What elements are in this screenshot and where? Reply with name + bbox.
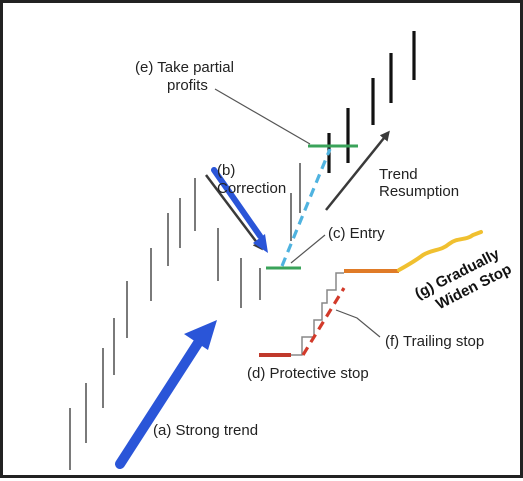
- trailing-stop-label: (f) Trailing stop: [385, 333, 484, 350]
- take-profits-label-line2: profits: [167, 77, 208, 94]
- correction-label-line2: Correction: [217, 180, 286, 197]
- trend-resumption-label-line2: Resumption: [379, 183, 459, 200]
- widened-stop-yellow: [397, 230, 483, 272]
- correction-arrow-blue-head: [253, 234, 268, 253]
- entry-label: (c) Entry: [328, 225, 385, 242]
- correction-label-line1: (b): [217, 162, 235, 179]
- gradually-widen-stop-label: (g) Gradually Widen Stop: [412, 245, 514, 313]
- entry-leader: [290, 234, 326, 264]
- price-bars: [69, 163, 301, 470]
- correction-arrow-dark: [205, 174, 263, 251]
- protective-stop-label: (d) Protective stop: [247, 365, 369, 382]
- correction-arrows: [205, 167, 268, 253]
- take-profit-leader: [214, 88, 311, 145]
- strong-trend-label: (a) Strong trend: [153, 422, 258, 439]
- strong-trend-arrow: [115, 320, 217, 469]
- correction-arrow-blue: [211, 167, 263, 239]
- trading-strategy-diagram: (e) Take partial profits (b) Correction …: [69, 31, 514, 470]
- trailing-stop-steps: [291, 272, 344, 356]
- trailing-stop-dashed-line: [301, 287, 346, 356]
- trend-resumption-arrow: [325, 130, 390, 211]
- entry-to-target-dashed-line: [280, 148, 332, 267]
- trailing-stop-leader: [335, 309, 381, 338]
- trend-resumption-label-line1: Trend: [379, 166, 418, 183]
- take-profits-label-line1: (e) Take partial: [135, 59, 234, 76]
- leader-lines: [214, 88, 381, 338]
